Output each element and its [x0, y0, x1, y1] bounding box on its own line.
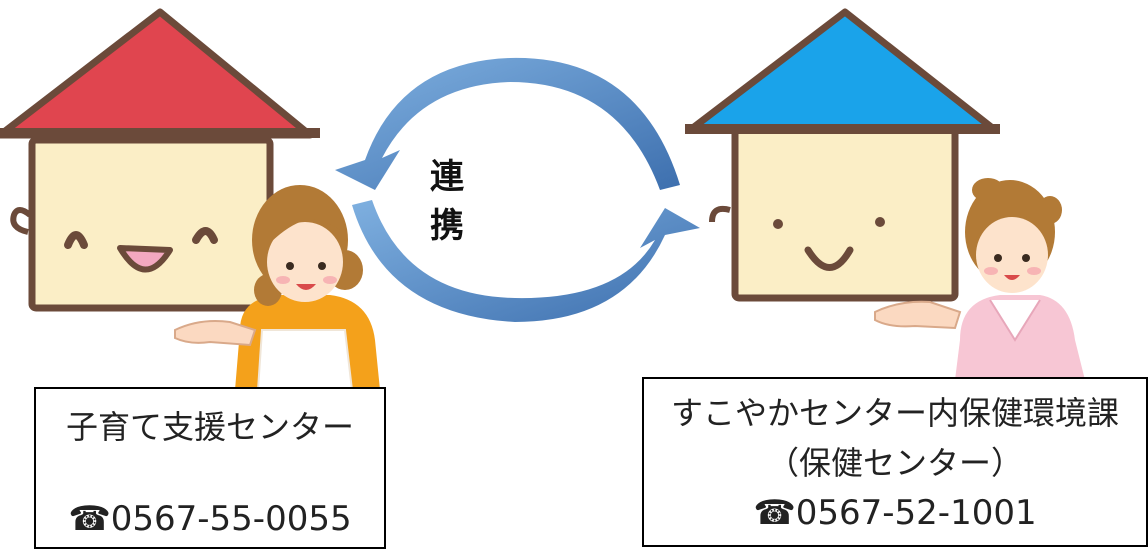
phone-number: 0567-52-1001: [795, 493, 1037, 533]
collaboration-label: 連 携: [430, 157, 558, 246]
left-woman-illustration: [174, 185, 380, 391]
childcare-support-center-box: 子育て支援センター ☎0567-55-0055: [34, 387, 386, 549]
right-house: [685, 8, 1000, 302]
left-house: [0, 8, 320, 312]
right-woman-illustration: [874, 178, 1085, 380]
phone-icon: ☎: [68, 499, 111, 539]
health-center-phone[interactable]: ☎0567-52-1001: [644, 493, 1146, 533]
phone-icon: ☎: [753, 493, 796, 533]
health-division-name: すこやかセンター内保健環境課: [670, 394, 1119, 432]
phone-number: 0567-55-0055: [110, 499, 352, 539]
childcare-center-name: 子育て支援センター: [65, 408, 354, 446]
health-center-box: すこやかセンター内保健環境課 （保健センター） ☎0567-52-1001: [642, 377, 1148, 547]
circular-arrows: [335, 57, 700, 322]
health-center-subtitle: （保健センター）: [766, 444, 1023, 482]
childcare-center-phone[interactable]: ☎0567-55-0055: [36, 499, 384, 539]
